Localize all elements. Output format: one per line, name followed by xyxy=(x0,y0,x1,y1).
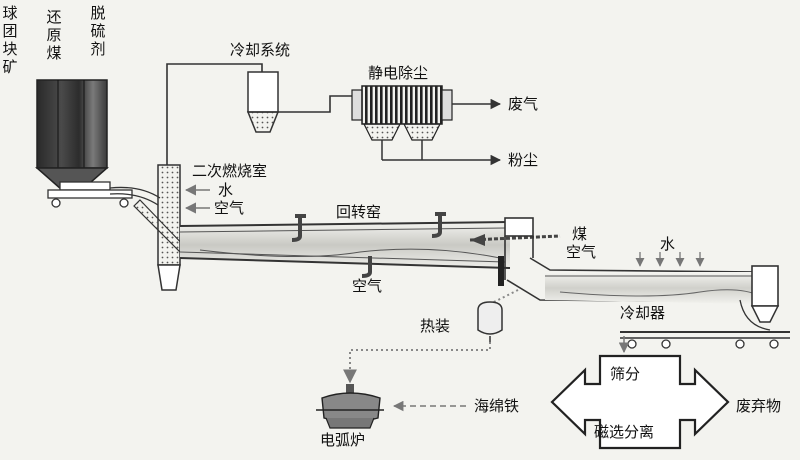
secondary-combustion-chamber xyxy=(133,164,191,291)
water-right-label: 水 xyxy=(660,235,676,253)
electric-arc-furnace xyxy=(316,384,384,429)
air-bottom-label: 空气 xyxy=(352,277,383,295)
feed-label-pellets: 球团块矿 xyxy=(2,4,18,76)
electric-arc-furnace-label: 电弧炉 xyxy=(320,431,366,449)
feed-hopper xyxy=(35,79,109,196)
air-right-label: 空气 xyxy=(566,243,597,261)
rotary-kiln xyxy=(179,212,561,278)
air-left-label: 空气 xyxy=(214,199,245,217)
kiln-discharge-hood xyxy=(498,217,534,286)
magnetic-separation-label: 磁选分离 xyxy=(594,423,655,441)
water-left-label: 水 xyxy=(218,181,234,199)
feed-label-desulfurizer: 脱硫剂 xyxy=(90,4,106,58)
waste-label: 废弃物 xyxy=(736,397,782,415)
electrostatic-precipitator xyxy=(351,85,453,161)
feed-conveyor xyxy=(47,181,161,208)
screening-label: 筛分 xyxy=(610,365,641,383)
dust-label: 粉尘 xyxy=(508,151,539,169)
cooler xyxy=(545,265,790,349)
electrostatic-precipitator-label: 静电除尘 xyxy=(368,64,429,82)
cooling-system-label: 冷却系统 xyxy=(230,41,291,59)
flue-duct xyxy=(166,63,263,165)
feed-label-reducing-coal: 还原煤 xyxy=(46,8,62,62)
screening-separation-box xyxy=(550,354,730,450)
sponge-iron-label: 海绵铁 xyxy=(474,397,520,415)
hot-charging-to-eaf xyxy=(343,342,491,384)
rotary-kiln-label: 回转窑 xyxy=(336,203,382,221)
coal-label: 煤 xyxy=(572,225,588,243)
waste-gas-label: 废气 xyxy=(508,95,539,113)
hot-charging-vessel xyxy=(477,301,503,342)
cooler-label: 冷却器 xyxy=(620,304,666,322)
hot-charging-label: 热装 xyxy=(420,317,451,335)
secondary-combustion-chamber-label: 二次燃烧室 xyxy=(192,162,268,180)
water-spray-arrows xyxy=(635,252,705,267)
cooling-system-unit xyxy=(246,71,352,133)
